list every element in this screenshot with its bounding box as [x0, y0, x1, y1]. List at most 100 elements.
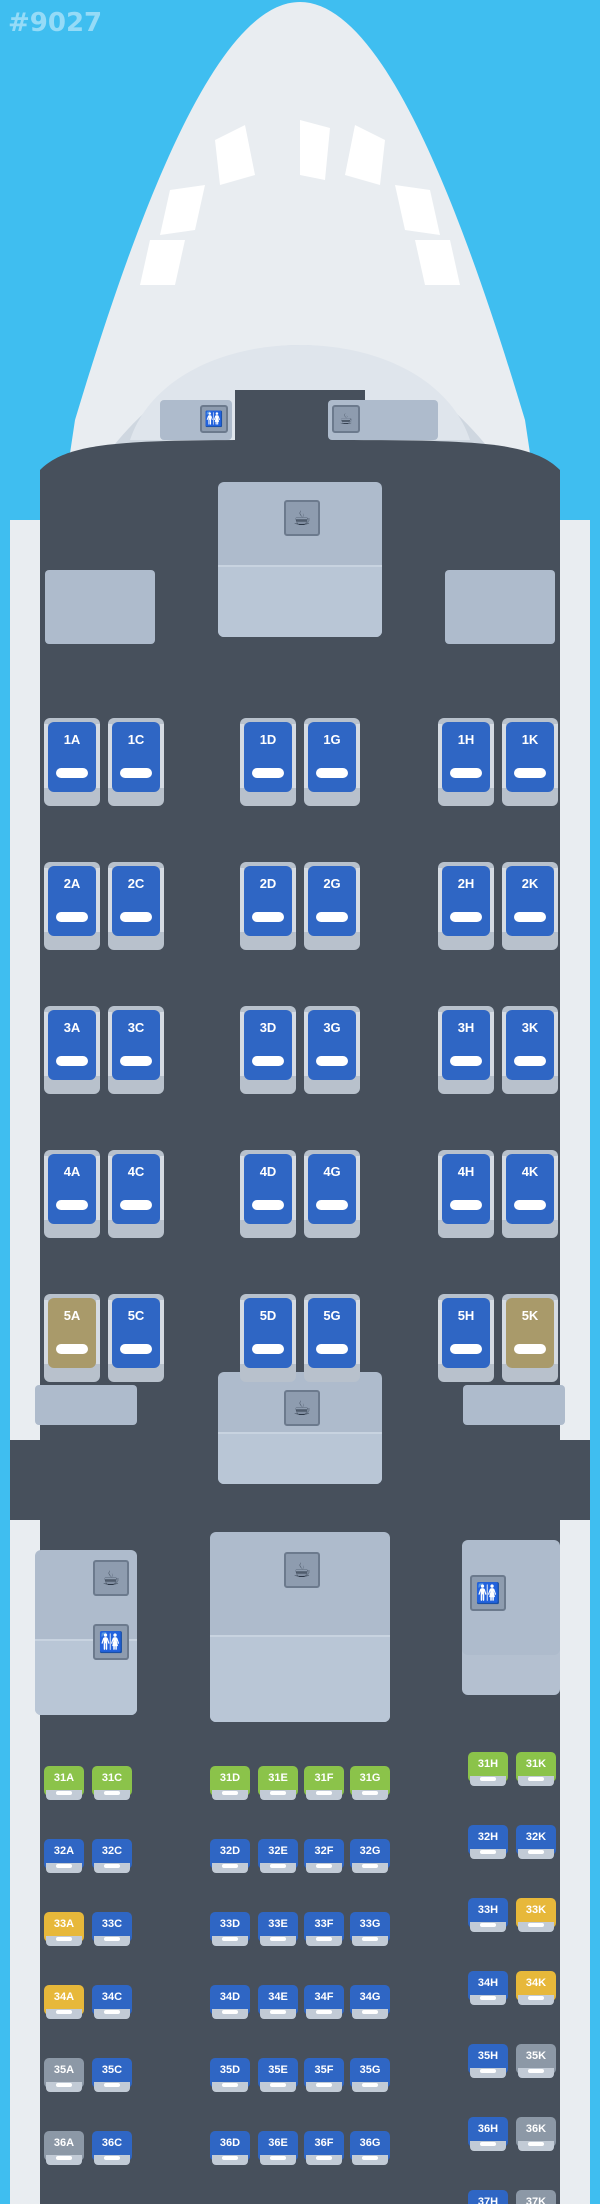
seat-5g[interactable]: 5G — [304, 1294, 360, 1382]
seat-4d[interactable]: 4D — [240, 1150, 296, 1238]
seat-label: 36H — [477, 2123, 499, 2135]
seat-34d[interactable]: 34D — [210, 1985, 250, 2019]
seat-34c[interactable]: 34C — [92, 1985, 132, 2019]
seat-2a[interactable]: 2A — [44, 862, 100, 950]
seat-label: 5G — [323, 1308, 341, 1323]
seat-32c[interactable]: 32C — [92, 1839, 132, 1873]
seat-35k[interactable]: 35K — [516, 2044, 556, 2078]
seat-33c[interactable]: 33C — [92, 1912, 132, 1946]
seat-5c[interactable]: 5C — [108, 1294, 164, 1382]
seat-35h[interactable]: 35H — [468, 2044, 508, 2078]
seat-label: 34E — [268, 1991, 288, 2003]
seat-36a[interactable]: 36A — [44, 2131, 84, 2165]
seat-37h[interactable]: 37H — [468, 2190, 508, 2204]
seat-3g[interactable]: 3G — [304, 1006, 360, 1094]
seat-32f[interactable]: 32F — [304, 1839, 344, 1873]
seat-31d[interactable]: 31D — [210, 1766, 250, 1800]
seat-31e[interactable]: 31E — [258, 1766, 298, 1800]
seat-3c[interactable]: 3C — [108, 1006, 164, 1094]
seat-label: 32F — [314, 1845, 334, 1857]
cockpit-window — [215, 125, 255, 185]
seat-34h[interactable]: 34H — [468, 1971, 508, 2005]
seat-35a[interactable]: 35A — [44, 2058, 84, 2092]
seat-35g[interactable]: 35G — [350, 2058, 390, 2092]
seat-36e[interactable]: 36E — [258, 2131, 298, 2165]
seat-35e[interactable]: 35E — [258, 2058, 298, 2092]
seat-31g[interactable]: 31G — [350, 1766, 390, 1800]
seat-label: 34A — [53, 1991, 75, 2003]
seat-32e[interactable]: 32E — [258, 1839, 298, 1873]
seat-2g[interactable]: 2G — [304, 862, 360, 950]
seat-34g[interactable]: 34G — [350, 1985, 390, 2019]
seat-32h[interactable]: 32H — [468, 1825, 508, 1859]
seat-label: 31F — [314, 1772, 334, 1784]
seat-32a[interactable]: 32A — [44, 1839, 84, 1873]
seat-1h[interactable]: 1H — [438, 718, 494, 806]
seat-5h[interactable]: 5H — [438, 1294, 494, 1382]
front-closet-right — [445, 570, 555, 644]
seat-5d[interactable]: 5D — [240, 1294, 296, 1382]
seat-31h[interactable]: 31H — [468, 1752, 508, 1786]
seat-label: 34D — [219, 1991, 241, 2003]
seat-5a[interactable]: 5A — [44, 1294, 100, 1382]
seat-2c[interactable]: 2C — [108, 862, 164, 950]
cockpit-window — [415, 240, 460, 285]
seat-33e[interactable]: 33E — [258, 1912, 298, 1946]
seat-31f[interactable]: 31F — [304, 1766, 344, 1800]
seat-4k[interactable]: 4K — [502, 1150, 558, 1238]
seat-2k[interactable]: 2K — [502, 862, 558, 950]
seat-34f[interactable]: 34F — [304, 1985, 344, 2019]
seat-2h[interactable]: 2H — [438, 862, 494, 950]
seat-1d[interactable]: 1D — [240, 718, 296, 806]
seat-3k[interactable]: 3K — [502, 1006, 558, 1094]
seat-33k[interactable]: 33K — [516, 1898, 556, 1932]
seat-31k[interactable]: 31K — [516, 1752, 556, 1786]
seat-label: 35K — [525, 2050, 547, 2062]
seat-34k[interactable]: 34K — [516, 1971, 556, 2005]
seat-34a[interactable]: 34A — [44, 1985, 84, 2019]
seat-1a[interactable]: 1A — [44, 718, 100, 806]
mid-closet-right — [463, 1385, 565, 1425]
seat-33h[interactable]: 33H — [468, 1898, 508, 1932]
seat-2d[interactable]: 2D — [240, 862, 296, 950]
seat-36h[interactable]: 36H — [468, 2117, 508, 2151]
seat-4c[interactable]: 4C — [108, 1150, 164, 1238]
seat-5k[interactable]: 5K — [502, 1294, 558, 1382]
seat-1g[interactable]: 1G — [304, 718, 360, 806]
seat-32g[interactable]: 32G — [350, 1839, 390, 1873]
seat-35c[interactable]: 35C — [92, 2058, 132, 2092]
seat-3a[interactable]: 3A — [44, 1006, 100, 1094]
seat-33a[interactable]: 33A — [44, 1912, 84, 1946]
seat-32k[interactable]: 32K — [516, 1825, 556, 1859]
seat-33f[interactable]: 33F — [304, 1912, 344, 1946]
seat-3d[interactable]: 3D — [240, 1006, 296, 1094]
seat-36f[interactable]: 36F — [304, 2131, 344, 2165]
seat-label: 3G — [323, 1020, 341, 1035]
seat-4h[interactable]: 4H — [438, 1150, 494, 1238]
seat-36k[interactable]: 36K — [516, 2117, 556, 2151]
seat-36d[interactable]: 36D — [210, 2131, 250, 2165]
seat-4a[interactable]: 4A — [44, 1150, 100, 1238]
seat-36g[interactable]: 36G — [350, 2131, 390, 2165]
seat-35f[interactable]: 35F — [304, 2058, 344, 2092]
seat-31a[interactable]: 31A — [44, 1766, 84, 1800]
seat-36c[interactable]: 36C — [92, 2131, 132, 2165]
rear-lavatory-right — [462, 1540, 560, 1695]
seat-1k[interactable]: 1K — [502, 718, 558, 806]
seat-4g[interactable]: 4G — [304, 1150, 360, 1238]
seat-32d[interactable]: 32D — [210, 1839, 250, 1873]
seat-label: 33E — [268, 1918, 288, 1930]
center-galley — [210, 1532, 390, 1722]
seat-33d[interactable]: 33D — [210, 1912, 250, 1946]
seat-37k[interactable]: 37K — [516, 2190, 556, 2204]
seat-35d[interactable]: 35D — [210, 2058, 250, 2092]
seat-label: 33A — [53, 1918, 75, 1930]
seat-34e[interactable]: 34E — [258, 1985, 298, 2019]
seat-label: 1D — [259, 732, 277, 747]
seat-1c[interactable]: 1C — [108, 718, 164, 806]
seat-3h[interactable]: 3H — [438, 1006, 494, 1094]
seat-31c[interactable]: 31C — [92, 1766, 132, 1800]
seat-33g[interactable]: 33G — [350, 1912, 390, 1946]
seat-label: 31D — [219, 1772, 241, 1784]
seat-label: 33D — [219, 1918, 241, 1930]
